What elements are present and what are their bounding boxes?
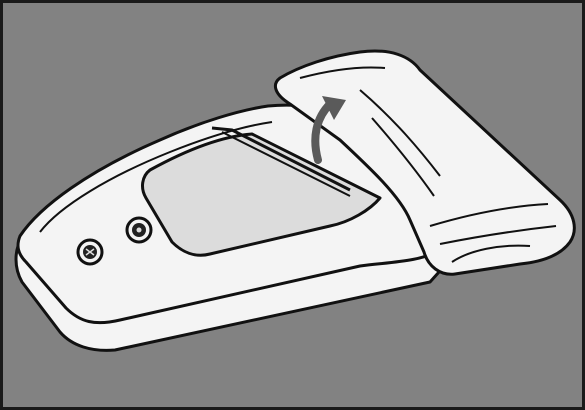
power-button-icon — [78, 240, 102, 264]
start-button-icon — [127, 218, 151, 242]
